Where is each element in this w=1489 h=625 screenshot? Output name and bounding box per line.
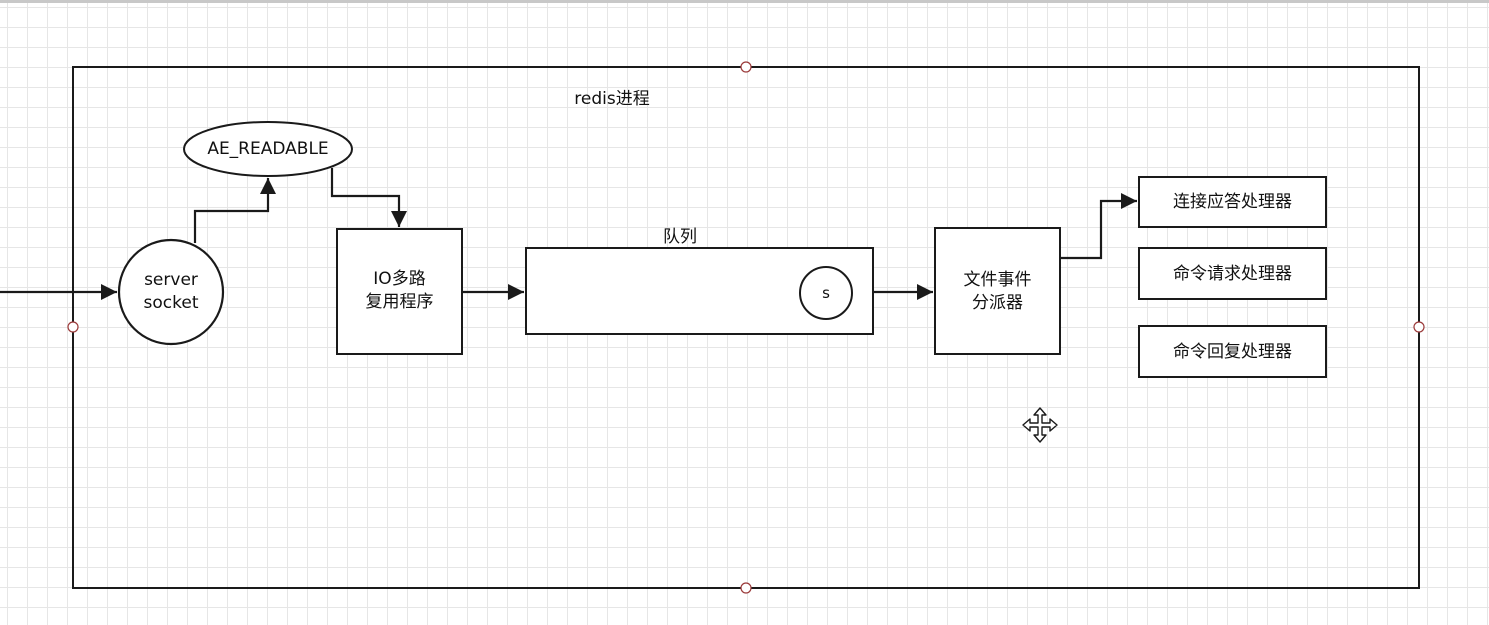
server-socket-circle[interactable]: [117, 238, 225, 346]
server-socket-line1: server: [144, 270, 198, 290]
queue-label: 队列: [663, 227, 697, 247]
server-socket-label: server socket: [119, 268, 223, 316]
queue-item-circle[interactable]: [799, 266, 853, 320]
dispatcher-line1: 文件事件: [963, 270, 1032, 290]
arrow-ae-readable-to-io[interactable]: [330, 168, 407, 227]
reply-handler-box[interactable]: [1138, 325, 1327, 378]
dispatcher-line2: 分派器: [972, 293, 1023, 313]
ae-readable-label: AE_READABLE: [207, 139, 329, 159]
server-socket-line2: socket: [143, 293, 199, 313]
request-handler-label: 命令请求处理器: [1173, 264, 1292, 284]
arrow-socket-to-ae-readable[interactable]: [193, 178, 276, 243]
request-handler-box[interactable]: [1138, 247, 1327, 300]
io-multiplexer-line2: 复用程序: [365, 292, 434, 312]
io-multiplexer-label: IO多路 复用程序: [337, 266, 462, 316]
io-multiplexer-line1: IO多路: [373, 269, 426, 289]
queue-item-label: s: [822, 284, 830, 302]
resize-handle-top[interactable]: [740, 61, 752, 73]
resize-handle-bottom[interactable]: [740, 582, 752, 594]
top-border: [0, 0, 1489, 3]
resize-handle-left[interactable]: [67, 321, 79, 333]
ae-readable-ellipse[interactable]: [183, 121, 353, 177]
move-cursor-icon: [1022, 407, 1058, 443]
reply-handler-label: 命令回复处理器: [1173, 342, 1292, 362]
arrow-dispatcher-to-connection-handler[interactable]: [1060, 193, 1137, 260]
dispatcher-label: 文件事件 分派器: [935, 268, 1060, 316]
redis-process-label: redis进程: [574, 89, 650, 109]
connection-handler-label: 连接应答处理器: [1173, 192, 1292, 212]
connection-handler-box[interactable]: [1138, 176, 1327, 228]
resize-handle-right[interactable]: [1413, 321, 1425, 333]
dispatcher-box[interactable]: [934, 227, 1061, 355]
